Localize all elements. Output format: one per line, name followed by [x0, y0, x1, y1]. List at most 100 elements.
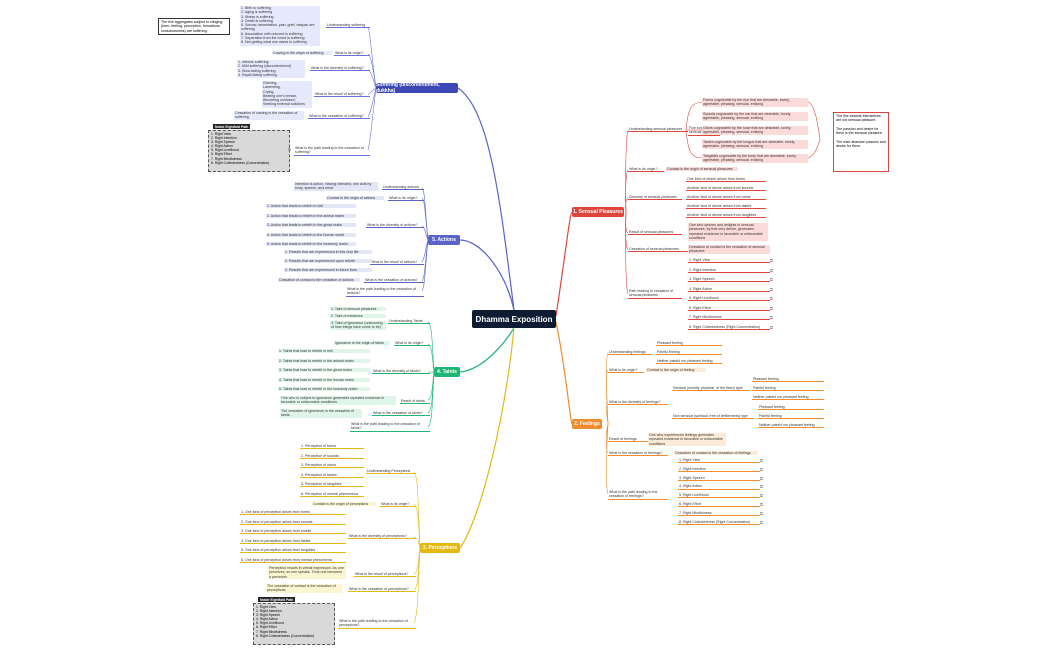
taints-result-answer: One who is subject to ignorance generate… — [280, 396, 396, 405]
sensual-cessation-question[interactable]: Cessation of sensual pleasures — [628, 247, 688, 253]
actions-origin-question[interactable]: What is its origin? — [388, 196, 424, 202]
link-icon[interactable]: ⧉ — [760, 458, 763, 463]
actions-cessation-answer: Cessation of contact is the cessation of… — [278, 278, 360, 283]
link-icon[interactable]: ⧉ — [760, 466, 763, 472]
suffering-result-question[interactable]: What is the result of suffering? — [314, 92, 370, 98]
hub-perceptions[interactable]: 3. Perceptions — [420, 543, 460, 553]
actions-understanding[interactable]: Understanding actions — [382, 185, 424, 191]
suffering-path-panel-title: Noble Eightfold Path — [213, 124, 251, 129]
actions-path-question[interactable]: What is the path leading to the cessatio… — [346, 287, 424, 297]
feelings-cessation-question[interactable]: What is the cessation of feelings? — [608, 451, 668, 457]
link-icon[interactable]: ⧉ — [770, 324, 773, 330]
feelings-path-step-3: 3. Right Speech — [678, 476, 760, 481]
perceptions-path-question[interactable]: What is the path leading to the cessatio… — [338, 619, 416, 629]
perceptions-kind-4: 4. Perception of tastes — [300, 473, 364, 478]
actions-result-item-3: 3. Results that are experienced in futur… — [284, 268, 372, 273]
feelings-understanding[interactable]: Understanding feelings — [608, 350, 652, 356]
feelings-kind-3: Neither painful nor pleasant feeling — [656, 359, 722, 365]
feelings-sensual-branch[interactable]: Sensual (worldly, physical, of the flesh… — [672, 386, 750, 392]
link-icon[interactable]: ⧉ — [770, 296, 773, 301]
taints-path-question[interactable]: What is the path leading to the cessatio… — [350, 422, 430, 432]
sensual-path-step-5: 5. Right Livelihood — [688, 296, 770, 302]
feelings-result-question[interactable]: Result of feelings — [608, 437, 648, 443]
sensual-understanding[interactable]: Understanding sensual pleasures — [628, 127, 688, 133]
link-icon[interactable]: ⧉ — [770, 305, 773, 311]
sensual-diversity-item-2: Another kind of desire arises from sound… — [686, 186, 766, 192]
feelings-non-sensual-branch[interactable]: Non sensual (spiritual, free of defileme… — [672, 414, 754, 420]
link-icon[interactable]: ⧉ — [288, 147, 291, 152]
link-icon[interactable]: ⧉ — [770, 258, 773, 263]
sensual-origin-question[interactable]: What is its origin? — [628, 167, 664, 173]
feelings-diversity-question[interactable]: What is the diversity of feelings? — [608, 400, 668, 406]
taints-origin-question[interactable]: What is its origin? — [394, 341, 430, 347]
taints-diversity-item-1: 1. Taints that lead to rebirth in hell — [278, 349, 370, 354]
feelings-origin-question[interactable]: What is its origin? — [608, 368, 644, 374]
sensual-diversity-question[interactable]: Diversity of sensual pleasures — [628, 195, 682, 201]
sensual-path-step-2: 2. Right Intention — [688, 268, 770, 273]
perceptions-result-answer: Perception results in verbal expression.… — [268, 566, 346, 579]
perceptions-kind-1: 1. Perception of forms — [300, 444, 364, 450]
link-icon[interactable]: ⧉ — [770, 315, 773, 320]
suffering-path-panel: 1. Right View 2. Right Intention 3. Righ… — [208, 130, 290, 172]
actions-diversity-item-3: 3. Action that leads to rebirth in the g… — [266, 223, 356, 228]
actions-cessation-question[interactable]: What is the cessation of actions? — [364, 278, 424, 284]
suffering-cessation-question[interactable]: What is the cessation of suffering? — [308, 114, 370, 120]
feelings-path-question[interactable]: What is the path leading to the cessatio… — [608, 490, 668, 500]
sensual-result-answer: One who desires and delights in sensual … — [688, 223, 768, 241]
perceptions-diversity-question[interactable]: What is the diversity of perceptions? — [348, 534, 416, 540]
sensual-result-question[interactable]: Result of sensual pleasures — [628, 230, 682, 236]
sensual-strand-4: Tastes cognizable by the tongue that are… — [702, 140, 808, 149]
link-icon[interactable]: ⧉ — [770, 277, 773, 282]
taints-diversity-question[interactable]: What is the diversity of taints? — [372, 369, 430, 375]
taints-understanding[interactable]: Understanding Taints — [388, 319, 430, 325]
link-icon[interactable]: ⧉ — [760, 475, 763, 481]
hub-sensual-pleasures[interactable]: 1. Sensual Pleasures — [572, 207, 624, 217]
sensual-path-question[interactable]: Path leading to cessation of sensual ple… — [628, 289, 682, 299]
feelings-cessation-answer: Cessation of contact is the cessation of… — [674, 451, 758, 456]
sensual-note: The five strands themselves are not sens… — [833, 112, 889, 172]
perceptions-understanding[interactable]: Understanding Perceptions — [366, 469, 416, 475]
feelings-path-step-2: 2. Right Intention — [678, 467, 760, 473]
actions-result-item-2: 2. Results that are experienced upon reb… — [284, 259, 372, 264]
suffering-understanding[interactable]: Understanding suffering — [326, 23, 370, 29]
link-icon[interactable]: ⧉ — [760, 493, 763, 499]
taints-result-question[interactable]: Result of taints — [400, 399, 430, 405]
link-icon[interactable]: ⧉ — [760, 510, 763, 516]
hub-taints[interactable]: 4. Taints — [434, 367, 460, 377]
hub-feelings[interactable]: 2. Feelings — [572, 419, 602, 429]
actions-result-question[interactable]: What is the result of actions? — [370, 260, 424, 266]
link-icon[interactable]: ⧉ — [760, 502, 763, 507]
sensual-path-step-4: 4. Right Action — [688, 287, 770, 292]
hub-actions[interactable]: 5. Actions — [428, 235, 460, 245]
feelings-result-answer: One who experiences feelings generates r… — [648, 433, 726, 446]
perceptions-path-panel: 1. Right View 2. Right Intention 3. Righ… — [253, 603, 335, 645]
taints-diversity-item-2: 2. Taints that lead to rebirth in the an… — [278, 358, 370, 363]
perceptions-diversity-item-4: 4. One kind of perception arises from ta… — [240, 539, 346, 544]
suffering-origin-question[interactable]: What is its origin? — [334, 51, 370, 57]
perceptions-result-question[interactable]: What is the result of perceptions? — [354, 572, 416, 578]
perceptions-diversity-item-2: 2. One kind of perception arises from so… — [240, 520, 346, 525]
taints-origin-answer: Ignorance is the origin of taints — [334, 341, 390, 346]
hub-suffering[interactable]: Suffering (discontentment, dukkha) — [376, 82, 458, 94]
link-icon[interactable]: ⧉ — [770, 267, 773, 273]
taints-cessation-question[interactable]: What is the cessation of taints? — [372, 411, 430, 417]
actions-diversity-question[interactable]: What is the diversity of actions? — [366, 223, 424, 229]
sensual-cessation-answer: Cessation of contact is the cessation of… — [688, 245, 770, 254]
perceptions-origin-question[interactable]: What is its origin? — [380, 502, 416, 508]
root-topic[interactable]: Dhamma Exposition — [472, 310, 556, 328]
sensual-path-step-1: 1. Right View — [688, 258, 770, 264]
link-icon[interactable]: ⧉ — [760, 484, 763, 490]
suffering-understanding-list: 1. Birth is suffering 2. Aging is suffer… — [240, 6, 320, 46]
link-icon[interactable]: ⧉ — [760, 519, 763, 525]
sensual-path-step-7: 7. Right Mindfulness — [688, 315, 770, 321]
suffering-path-question[interactable]: What is the path leading to the cessatio… — [294, 146, 370, 156]
taints-diversity-item-4: 4. Taints that lead to rebirth in the hu… — [278, 377, 370, 382]
taints-kind-2: 2. Taint of existence — [330, 314, 386, 319]
perceptions-cessation-question[interactable]: What is the cessation of perceptions? — [348, 587, 416, 593]
feelings-origin-answer: Contact is the origin of feeling — [646, 368, 706, 373]
link-icon[interactable]: ⧉ — [770, 286, 773, 292]
suffering-diversity-question[interactable]: What is the diversity in suffering? — [310, 66, 370, 72]
feelings-path-step-1: 1. Right View — [678, 458, 760, 464]
taints-diversity-item-3: 3. Taints that lead to rebirth in the gh… — [278, 368, 370, 373]
